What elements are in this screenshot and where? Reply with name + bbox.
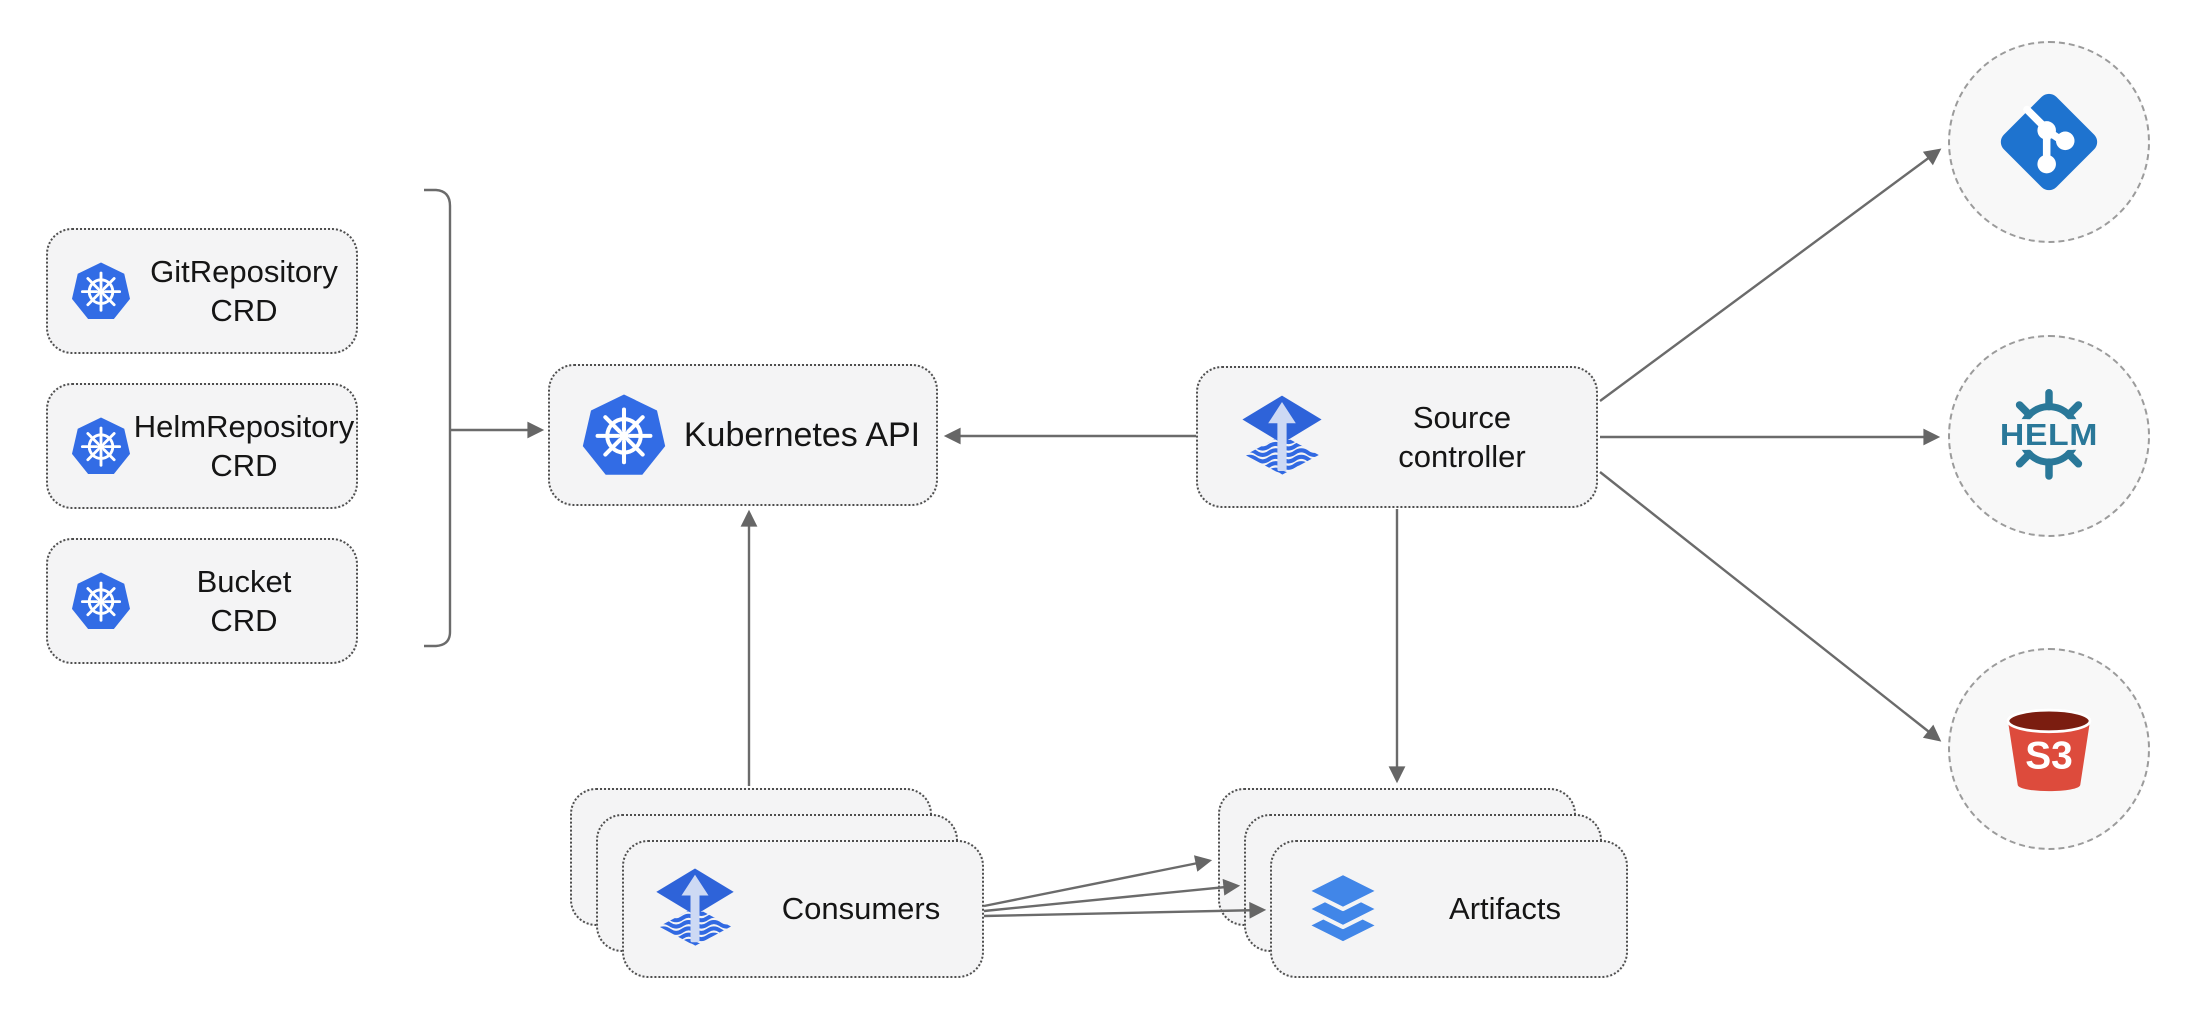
node-label: Bucket CRD [132, 562, 356, 640]
label-line: HelmRepository [133, 408, 355, 444]
label-line: Consumers [781, 891, 941, 927]
node-bucket-crd: Bucket CRD [46, 538, 358, 664]
node-label: HelmRepository CRD [132, 407, 356, 485]
node-gitrepository-crd: GitRepository CRD [46, 228, 358, 354]
label-line: Artifacts [1449, 891, 1561, 927]
node-artifacts: Artifacts [1270, 840, 1628, 978]
endpoint-helm: HELM [1948, 335, 2150, 537]
node-label: GitRepository CRD [132, 252, 356, 330]
label-line: Kubernetes API [683, 415, 921, 454]
node-kubernetes-api: Kubernetes API [548, 364, 938, 506]
arrow-source-to-git [1599, 148, 1942, 402]
kubernetes-icon [70, 260, 132, 322]
label-line: GitRepository [150, 253, 338, 289]
node-label: Source controller [1328, 398, 1596, 476]
kubernetes-icon [580, 391, 668, 479]
label-line: CRD [210, 603, 278, 638]
helm-wordmark: HELM [2000, 417, 2098, 452]
node-helmrepository-crd: HelmRepository CRD [46, 383, 358, 509]
endpoint-s3: S3 [1948, 648, 2150, 850]
arrow-source-to-s3 [1599, 471, 1942, 742]
label-line: Bucket [196, 563, 292, 599]
kubernetes-icon [70, 415, 132, 477]
label-line: CRD [210, 293, 278, 328]
arrow-consumers-to-artifacts-1 [983, 855, 1213, 908]
endpoint-git [1948, 41, 2150, 243]
label-line: Source [1412, 399, 1512, 435]
crd-bracket [424, 188, 452, 648]
arrow-consumers-to-artifacts-2 [983, 878, 1241, 913]
node-label: Kubernetes API [668, 414, 936, 457]
consumers-stack: Consumers [570, 788, 984, 978]
s3-wordmark: S3 [2025, 734, 2073, 777]
s3-bucket-icon: S3 [1995, 695, 2103, 803]
label-line: controller [1398, 439, 1526, 474]
flux-source-icon [1236, 391, 1328, 483]
git-icon [1991, 84, 2107, 200]
artifacts-stack: Artifacts [1218, 788, 1628, 978]
node-source-controller: Source controller [1196, 366, 1598, 508]
node-consumers: Consumers [622, 840, 984, 978]
flux-source-icon [650, 864, 740, 954]
helm-icon: HELM [1985, 383, 2113, 490]
node-label: Artifacts [1384, 889, 1626, 928]
kubernetes-icon [70, 570, 132, 632]
node-label: Consumers [740, 889, 982, 928]
layers-icon [1302, 868, 1384, 950]
label-line: CRD [210, 448, 278, 483]
